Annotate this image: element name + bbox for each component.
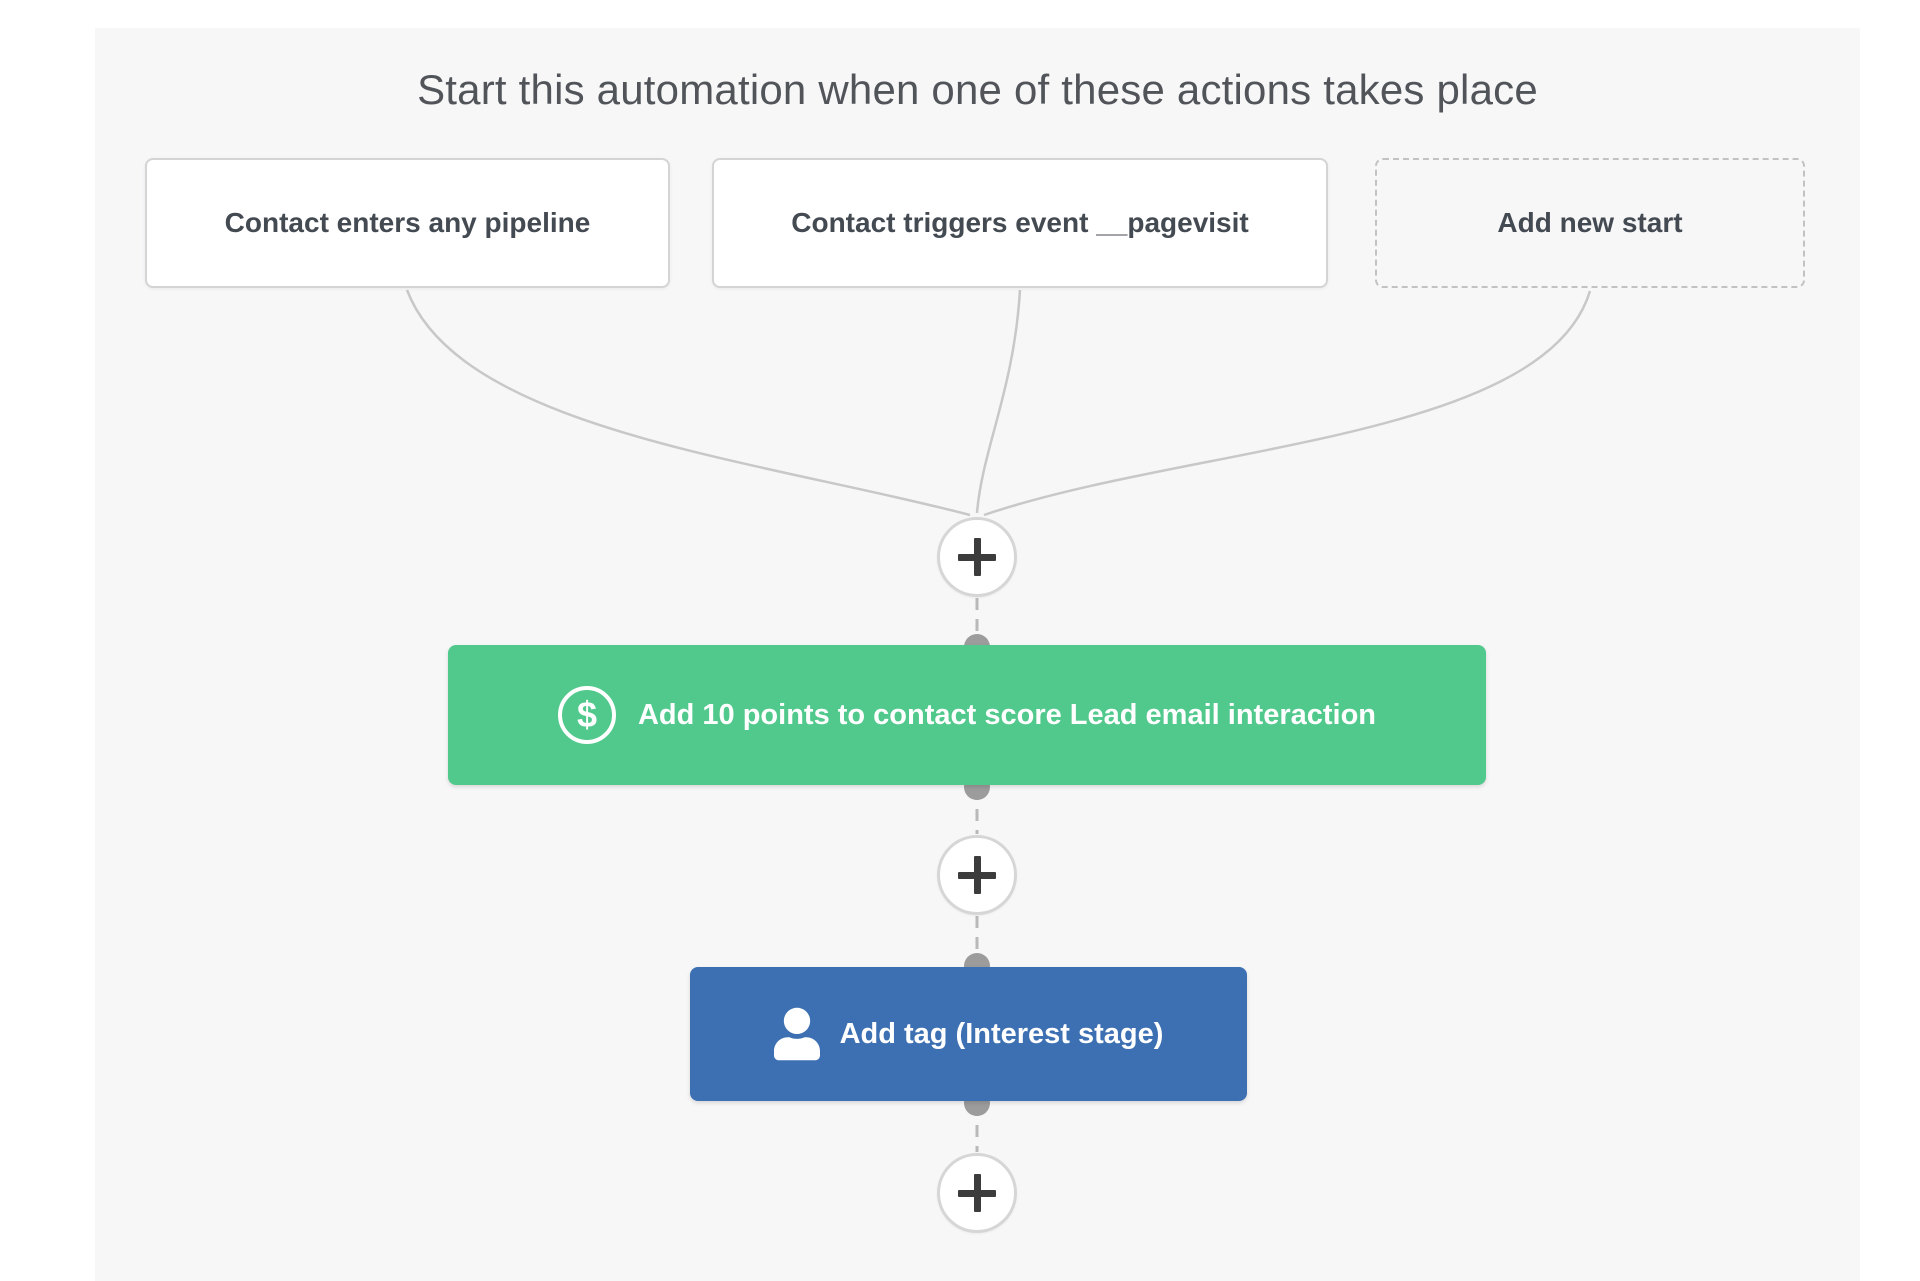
page-title: Start this automation when one of these …	[417, 66, 1538, 113]
add-new-start-button[interactable]: Add new start	[1375, 158, 1805, 288]
trigger-contact-enters-pipeline[interactable]: Contact enters any pipeline	[145, 158, 670, 288]
trigger-label: Contact triggers event __pagevisit	[791, 207, 1249, 238]
action-label: Add tag (Interest stage)	[839, 1017, 1164, 1050]
person-icon	[773, 1007, 820, 1061]
action-add-points[interactable]: $ Add 10 points to contact score Lead em…	[448, 645, 1486, 785]
dollar-glyph: $	[576, 694, 597, 735]
trigger-contact-triggers-event[interactable]: Contact triggers event __pagevisit	[712, 158, 1328, 288]
action-add-tag[interactable]: Add tag (Interest stage)	[690, 967, 1247, 1101]
add-step-button-2[interactable]	[937, 835, 1017, 915]
trigger-label: Contact enters any pipeline	[224, 207, 591, 238]
add-step-button-1[interactable]	[937, 517, 1017, 597]
add-new-start-label: Add new start	[1497, 207, 1683, 238]
dollar-circle-icon: $	[557, 686, 616, 744]
add-step-button-3[interactable]	[937, 1153, 1017, 1233]
action-label: Add 10 points to contact score Lead emai…	[637, 698, 1377, 731]
